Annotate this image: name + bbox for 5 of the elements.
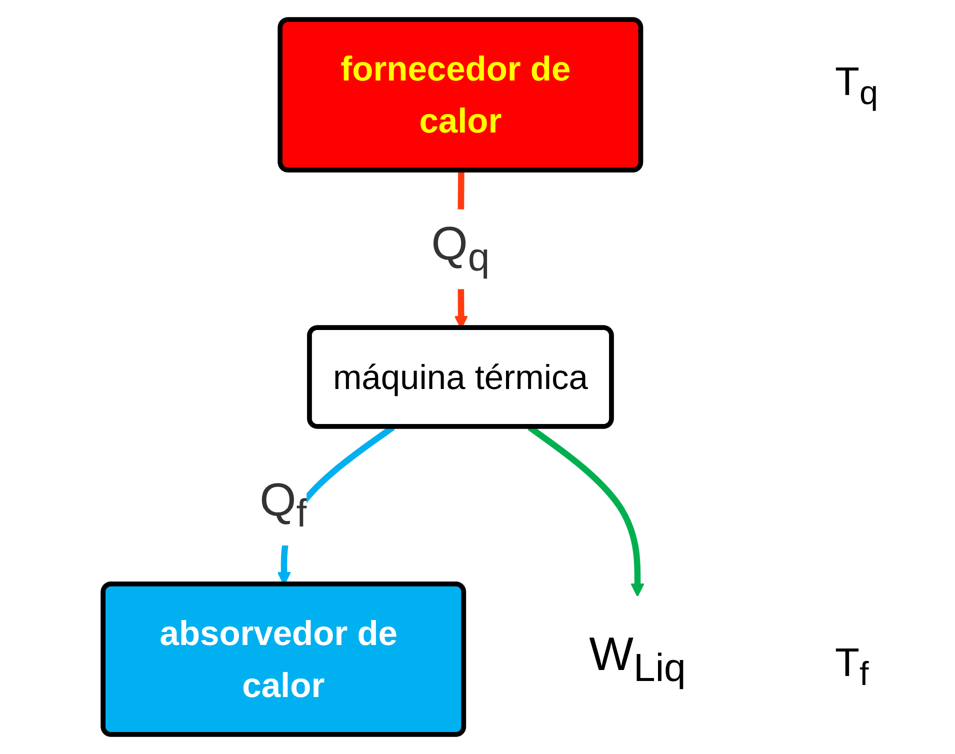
node-text: W$_{Liq}$ xyxy=(588,629,686,690)
temperature-label: T$_{f}$ xyxy=(835,641,870,694)
edge-label: Q$_{q}$ xyxy=(430,218,490,280)
temperature-label: T$_{q}$ xyxy=(835,60,879,113)
edge-label: Q$_{f}$ xyxy=(259,474,307,536)
